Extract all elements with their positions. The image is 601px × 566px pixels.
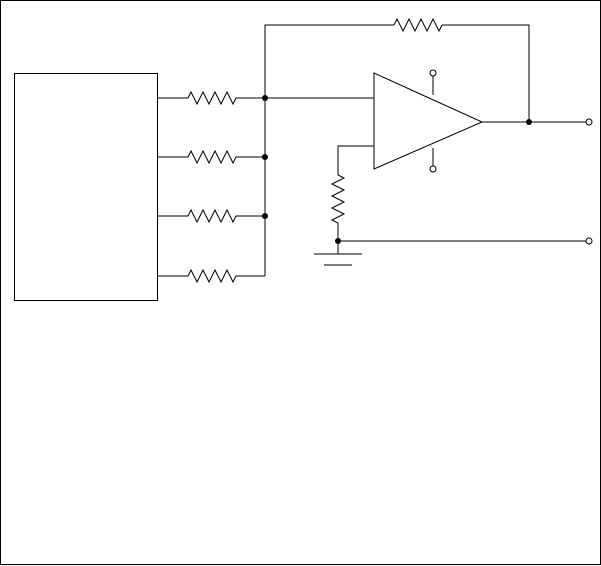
input-resistor-3 [158,208,265,224]
feedback-wire-left [264,24,394,98]
junction-bus-2 [262,154,268,160]
bias-resistor [330,174,346,241]
junction-summing-node [262,95,268,101]
junction-output [526,119,532,125]
junction-ground [335,238,341,244]
non-inverting-input-wire [337,145,374,175]
supply-terminal-top [429,69,437,77]
feedback-wire-right [442,24,530,122]
supply-terminal-bottom [429,165,437,173]
ground-symbol [314,241,362,266]
input-block [14,73,158,301]
common-terminal [585,237,593,245]
op-amp [373,72,484,170]
feedback-resistor [393,17,443,33]
output-terminal [585,118,593,126]
input-resistor-1 [158,90,265,106]
input-resistor-4 [158,268,265,284]
input-resistor-2 [158,149,265,165]
junction-bus-3 [262,213,268,219]
